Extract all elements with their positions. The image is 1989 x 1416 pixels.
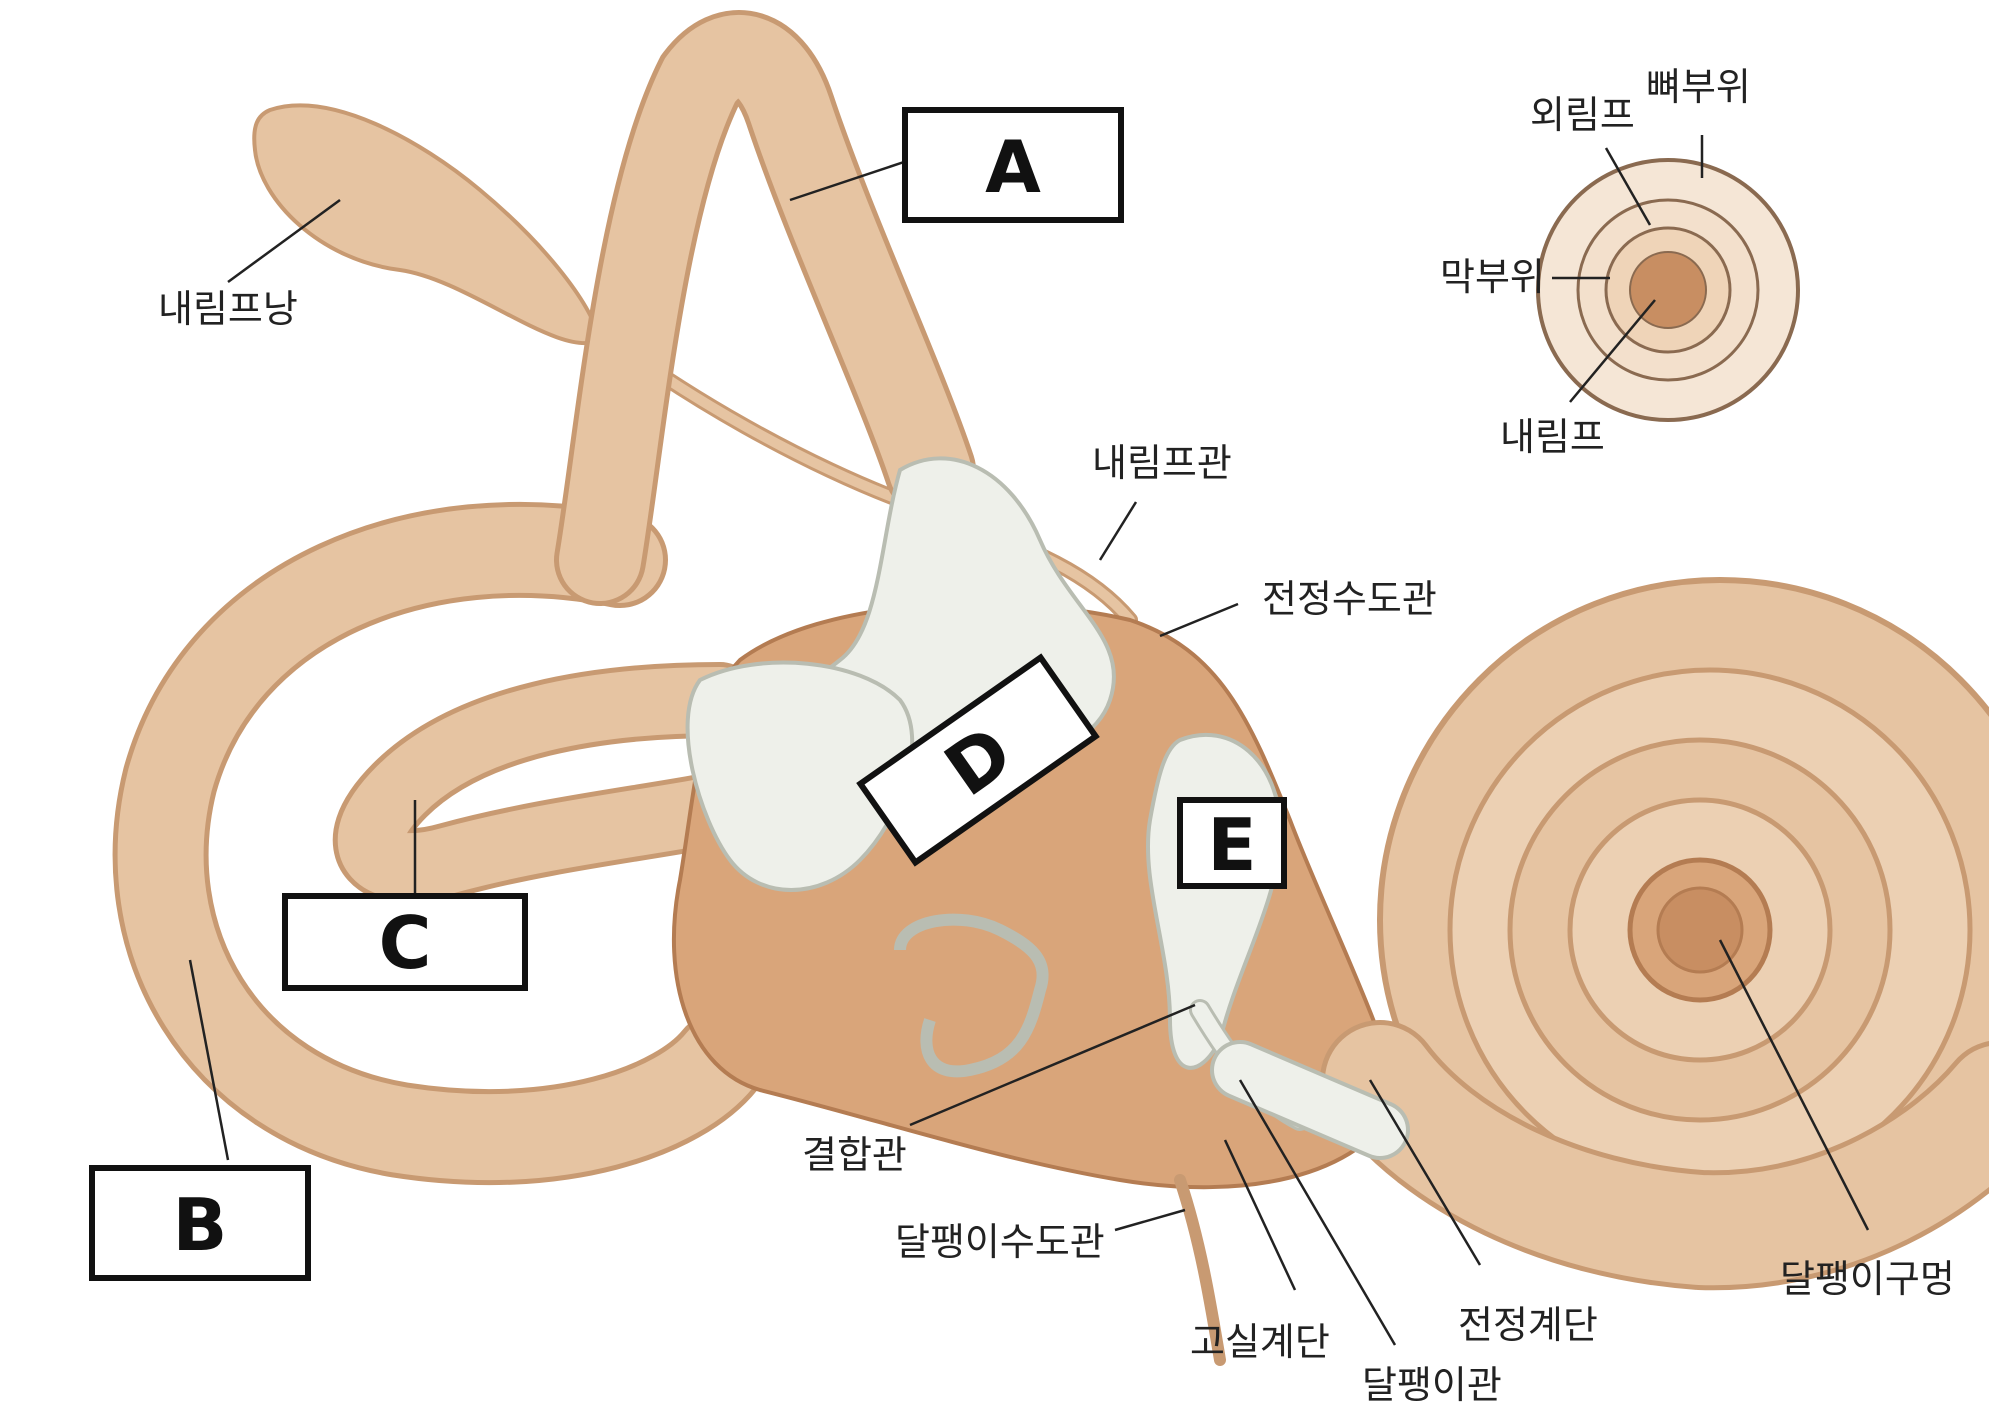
cross-section-inset: 뼈부위 외림프 막부위 내림프 [1440,65,1800,459]
box-e: E [1177,797,1287,889]
cochlea-shape [1377,577,1989,1263]
inset-label-perilymph: 외림프 [1530,93,1635,137]
label-endolymphatic-sac: 내림프낭 [158,287,298,331]
box-d: D [856,653,1100,867]
box-b-letter: B [173,1183,228,1267]
box-c-letter: C [379,901,432,985]
stapes-shape [894,913,1049,1078]
label-endolymphatic-duct: 내림프관 [1092,441,1232,485]
box-e-letter: E [1207,803,1256,887]
label-cochlear-aqueduct: 달팽이수도관 [895,1220,1105,1264]
label-scala-tympani: 고실계단 [1190,1320,1330,1364]
endolymphatic-sac-shape [252,103,603,346]
box-a: A [902,107,1124,223]
box-a-letter: A [985,125,1041,209]
cochlear-aqueduct-shape [1174,1174,1226,1366]
box-c: C [282,893,528,991]
label-scala-vestibuli: 전정계단 [1458,1303,1598,1347]
inset-label-endolymph: 내림프 [1500,415,1605,459]
label-cochlear-duct: 달팽이관 [1362,1363,1502,1407]
label-vestibular-aqueduct: 전정수도관 [1262,577,1437,621]
canal-ampulla-shape [685,660,915,892]
label-helicotrema: 달팽이구멍 [1780,1257,1955,1301]
box-b: B [89,1165,311,1281]
label-ductus-reuniens: 결합관 [802,1133,907,1177]
inset-label-membranous: 막부위 [1440,255,1545,299]
leader-lines [188,158,1870,1346]
inset-label-bony: 뼈부위 [1646,65,1751,109]
